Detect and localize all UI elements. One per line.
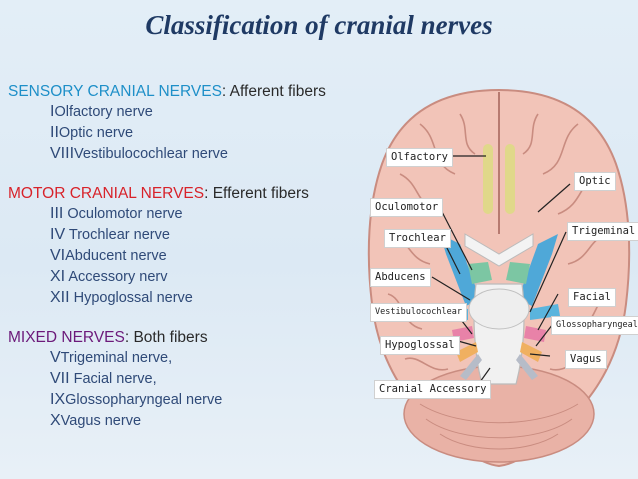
sensory-label: SENSORY CRANIAL NERVES xyxy=(8,83,222,100)
sensory-header: SENSORY CRANIAL NERVES: Afferent fibers xyxy=(8,82,388,102)
item-number: XI xyxy=(50,267,66,285)
motor-desc: : Efferent fibers xyxy=(204,185,309,203)
item-number: IX xyxy=(50,390,66,408)
label-trochlear: Trochlear xyxy=(384,229,451,248)
item-name: Glossopharyngeal nerve xyxy=(65,391,223,408)
slide-title: Classification of cranial nerves xyxy=(145,10,493,40)
brain-outline xyxy=(367,88,631,468)
label-trigeminal: Trigeminal xyxy=(567,222,638,241)
item-name: Vagus nerve xyxy=(60,412,142,429)
pons xyxy=(468,288,530,330)
item-number: II xyxy=(50,123,59,141)
label-cranial-accessory: Cranial Accessory xyxy=(374,380,492,399)
item-name: Optic nerve xyxy=(58,124,134,141)
label-optic: Optic xyxy=(574,172,616,191)
item-name: Accessory nerv xyxy=(65,268,168,285)
item-number: VI xyxy=(50,246,66,264)
list-item: III Oculomotor nerve xyxy=(8,204,388,225)
nerve-classification-list: SENSORY CRANIAL NERVES: Afferent fibers … xyxy=(8,82,388,432)
vagus-right xyxy=(520,342,542,362)
label-abducens: Abducens xyxy=(370,268,431,287)
label-vestibulocochlear: Vestibulocochlear xyxy=(370,303,467,322)
hypoglossal-right xyxy=(516,354,538,380)
list-item: XI Accessory nerv xyxy=(8,267,388,288)
label-facial: Facial xyxy=(568,288,616,307)
label-hypoglossal: Hypoglossal xyxy=(380,336,460,355)
item-number: III xyxy=(50,205,64,223)
item-name: Vestibulocochlear nerve xyxy=(74,145,228,162)
list-item: XVagus nerve xyxy=(8,411,388,432)
list-item: IIOptic nerve xyxy=(8,123,388,144)
item-name: Olfactory nerve xyxy=(54,104,153,120)
item-name: Abducent nerve xyxy=(65,247,167,264)
label-oculomotor: Oculomotor xyxy=(370,198,444,217)
list-item: XII Hypoglossal nerve xyxy=(8,288,388,309)
item-number: VIII xyxy=(50,144,75,162)
item-number: X xyxy=(50,411,61,429)
facial-right xyxy=(524,326,546,342)
label-glossopharyngeal: Glossopharyngeal xyxy=(551,316,638,335)
item-number: XII xyxy=(50,288,70,306)
label-vagus: Vagus xyxy=(565,350,607,369)
list-item: IOlfactory nerve xyxy=(8,102,388,123)
item-number: VII xyxy=(50,370,70,388)
mixed-desc: : Both fibers xyxy=(124,329,208,347)
item-name: Trigeminal nerve, xyxy=(60,350,173,367)
item-number: V xyxy=(50,349,61,367)
list-item: IXGlossopharyngeal nerve xyxy=(8,390,388,411)
olfactory-tract-right xyxy=(505,144,515,214)
hypoglossal-left xyxy=(460,354,482,380)
blue-nerve-right xyxy=(518,234,558,306)
mixed-header: MIXED NERVES: Both fibers xyxy=(8,328,388,348)
list-item: VIIIVestibulocochlear nerve xyxy=(8,144,388,165)
list-item: VIAbducent nerve xyxy=(8,246,388,267)
list-item: IV Trochlear nerve xyxy=(8,225,388,246)
item-number: IV xyxy=(50,226,66,244)
blue-nerve-left xyxy=(440,234,480,306)
item-name: Trochlear nerve xyxy=(65,227,170,244)
label-olfactory: Olfactory xyxy=(386,148,453,167)
motor-header: MOTOR CRANIAL NERVES: Efferent fibers xyxy=(8,184,388,204)
oculomotor-right xyxy=(506,262,530,284)
vagus-left xyxy=(456,342,478,362)
item-name: Hypoglossal nerve xyxy=(69,289,193,306)
item-name: Facial nerve, xyxy=(69,371,157,388)
olfactory-tract-left xyxy=(483,144,493,214)
sensory-desc: : Afferent fibers xyxy=(221,83,326,100)
list-item: VII Facial nerve, xyxy=(8,369,388,390)
optic-chiasm xyxy=(464,233,534,267)
mixed-label: MIXED NERVES xyxy=(8,329,125,347)
motor-label: MOTOR CRANIAL NERVES xyxy=(8,185,205,203)
item-number: I xyxy=(50,103,55,120)
item-name: Oculomotor nerve xyxy=(63,206,183,223)
list-item: VTrigeminal nerve, xyxy=(8,348,388,369)
oculomotor-left xyxy=(468,262,492,284)
